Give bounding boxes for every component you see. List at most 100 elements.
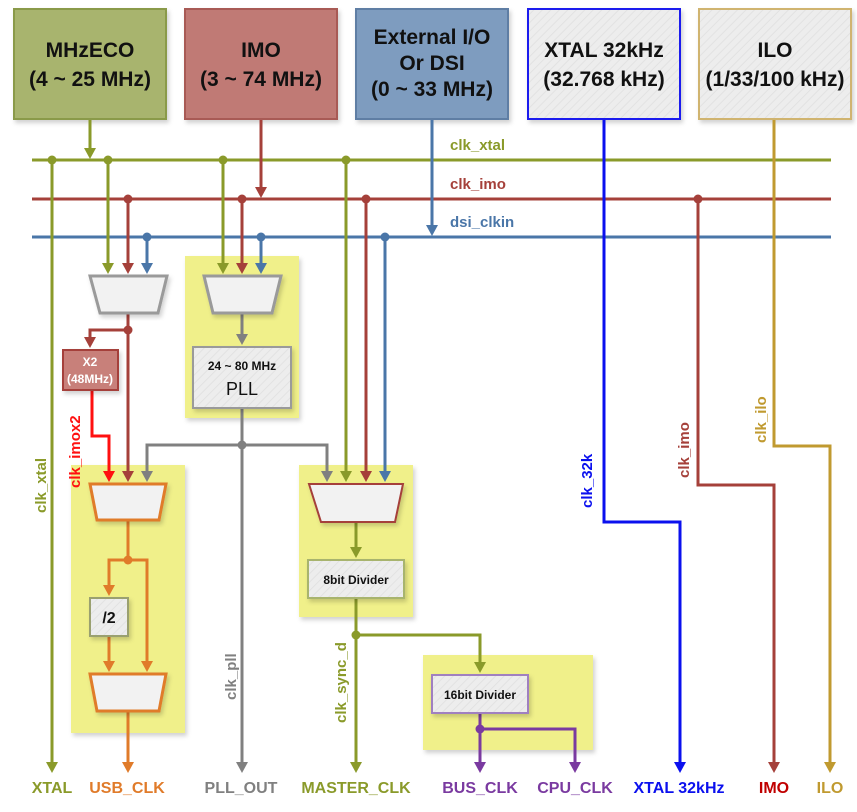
label-clk-sync-d: clk_sync_d bbox=[333, 642, 350, 723]
label-clk-imox2: clk_imox2 bbox=[67, 415, 84, 488]
pll-freq: 24 ~ 80 MHz bbox=[208, 359, 276, 373]
output-master-clk: MASTER_CLK bbox=[301, 780, 411, 797]
wire-pll-out-arrowhead bbox=[236, 762, 248, 773]
source-extio-range: (0 ~ 33 MHz) bbox=[371, 78, 493, 101]
source-ilo: ILO (1/33/100 kHz) bbox=[698, 8, 852, 120]
bus-label-clk-imo: clk_imo bbox=[450, 176, 506, 193]
wire-clk-ilo bbox=[772, 120, 832, 765]
mux-usb bbox=[88, 482, 168, 522]
junction-mux1-imo bbox=[123, 194, 133, 204]
label-clk-ilo: clk_ilo bbox=[753, 396, 770, 443]
label-clk-xtal: clk_xtal bbox=[33, 458, 50, 513]
source-mhzeco: MHzECO (4 ~ 25 MHz) bbox=[13, 8, 167, 120]
junction-pllmux-xtal bbox=[218, 155, 228, 165]
wire-clk-imox2 bbox=[90, 390, 111, 474]
wire-cpu-clk bbox=[480, 727, 577, 765]
label-clk-imo: clk_imo bbox=[676, 422, 693, 478]
wire-pllmux-to-pll-arrowhead bbox=[236, 334, 248, 345]
wire-clk-ilo-arrowhead bbox=[824, 762, 836, 773]
label-clk-pll: clk_pll bbox=[223, 653, 240, 700]
wires bbox=[46, 120, 836, 773]
output-xtal-32khz: XTAL 32kHz bbox=[634, 780, 725, 797]
junction-xtal-1 bbox=[47, 155, 57, 165]
wire-usb-bypass bbox=[128, 558, 149, 664]
source-mhzeco-name: MHzECO bbox=[46, 39, 135, 62]
mux-1 bbox=[88, 274, 169, 315]
junction-mux1-xtal bbox=[103, 155, 113, 165]
wire-clk-imo bbox=[696, 199, 776, 765]
wire-usb-out-arrowhead bbox=[122, 762, 134, 773]
div16-label: 16bit Divider bbox=[444, 688, 516, 702]
block-div8: 8bit Divider bbox=[307, 559, 405, 599]
wire-usb-to-div2-arrowhead bbox=[103, 585, 115, 596]
wire-cpu-clk-arrowhead bbox=[569, 762, 581, 773]
block-div16: 16bit Divider bbox=[431, 674, 529, 714]
source-imo-name: IMO bbox=[241, 39, 281, 62]
wire-master-dsi-arrowhead bbox=[379, 471, 391, 482]
output-cpu-clk: CPU_CLK bbox=[537, 780, 613, 797]
div2-label: /2 bbox=[102, 610, 115, 627]
output-usb-clk: USB_CLK bbox=[89, 780, 165, 797]
wire-xtal-out-arrowhead bbox=[46, 762, 58, 773]
mux-usb-out bbox=[88, 672, 168, 713]
wire-master-xtal-arrowhead bbox=[340, 471, 352, 482]
source-external-io: External I/O Or DSI (0 ~ 33 MHz) bbox=[355, 8, 509, 120]
source-mhzeco-range: (4 ~ 25 MHz) bbox=[29, 68, 151, 91]
wire-master-imo-arrowhead bbox=[360, 471, 372, 482]
signal-labels: clk_xtal clk_imox2 clk_pll clk_sync_d cl… bbox=[33, 396, 770, 723]
label-clk-32k: clk_32k bbox=[579, 453, 596, 508]
wire-x2-in-arrowhead bbox=[84, 337, 96, 348]
block-x2: X2 (48MHz) bbox=[62, 349, 119, 391]
bus-label-clk-xtal: clk_xtal bbox=[450, 137, 505, 154]
wire-clk-imox2-arrowhead bbox=[103, 471, 115, 482]
wire-pllmux-dsi-arrowhead bbox=[255, 263, 267, 274]
wire-usb-bypass-arrowhead bbox=[141, 661, 153, 672]
output-pll-out: PLL_OUT bbox=[205, 780, 278, 797]
source-xtal32k-name: XTAL 32kHz bbox=[544, 39, 663, 62]
junction-pllmux-dsi bbox=[256, 232, 266, 242]
junction-master-dsi bbox=[380, 232, 390, 242]
wire-bus-clk-arrowhead bbox=[474, 762, 486, 773]
wire-clk-imo-arrowhead bbox=[768, 762, 780, 773]
output-labels: XTAL USB_CLK PLL_OUT MASTER_CLK BUS_CLK … bbox=[32, 780, 844, 797]
wire-mux1-imo-arrowhead bbox=[122, 263, 134, 274]
source-imo: IMO (3 ~ 74 MHz) bbox=[184, 8, 338, 120]
wire-pllmux-imo-arrowhead bbox=[236, 263, 248, 274]
wire-usb-to-div2 bbox=[107, 558, 128, 588]
mux-master bbox=[307, 483, 405, 523]
wire-x2-in bbox=[88, 328, 128, 340]
wire-pll-to-usbmux-arrowhead bbox=[141, 471, 153, 482]
wire-pll-to-master bbox=[242, 443, 329, 474]
source-ilo-name: ILO bbox=[758, 39, 793, 62]
wire-pll-to-master-arrowhead bbox=[321, 471, 333, 482]
output-bus-clk: BUS_CLK bbox=[442, 780, 518, 797]
x2-label: X2 bbox=[83, 355, 98, 369]
source-xtal32k-range: (32.768 kHz) bbox=[543, 68, 664, 91]
junction-mux1-dsi bbox=[142, 232, 152, 242]
wire-clk-32k bbox=[602, 120, 682, 765]
output-xtal: XTAL bbox=[32, 780, 73, 797]
x2-freq: (48MHz) bbox=[67, 372, 113, 386]
source-xtal32k: XTAL 32kHz (32.768 kHz) bbox=[527, 8, 681, 120]
div8-label: 8bit Divider bbox=[323, 573, 389, 587]
output-imo: IMO bbox=[759, 780, 789, 797]
source-feeds bbox=[84, 120, 438, 236]
wire-pll-to-usbmux bbox=[145, 443, 242, 474]
junction-master-xtal bbox=[341, 155, 351, 165]
mux-pll bbox=[202, 274, 283, 315]
junction-imo-out bbox=[693, 194, 703, 204]
wire-sync-to-div16 bbox=[356, 633, 482, 665]
wire-sync-to-div16-arrowhead bbox=[474, 662, 486, 673]
output-ilo: ILO bbox=[817, 780, 844, 797]
bus-label-dsi-clkin: dsi_clkin bbox=[450, 214, 514, 231]
source-imo-range: (3 ~ 74 MHz) bbox=[200, 68, 322, 91]
block-div2: /2 bbox=[89, 597, 129, 637]
wire-pllmux-xtal-arrowhead bbox=[217, 263, 229, 274]
junction-pllmux-imo bbox=[237, 194, 247, 204]
source-extio-or: Or DSI bbox=[399, 52, 464, 75]
pll-name: PLL bbox=[226, 379, 258, 399]
wire-clk-sync-d-arrowhead bbox=[350, 762, 362, 773]
wire-master-to-div8-arrowhead bbox=[350, 547, 362, 558]
wire-mux1-dsi-arrowhead bbox=[141, 263, 153, 274]
